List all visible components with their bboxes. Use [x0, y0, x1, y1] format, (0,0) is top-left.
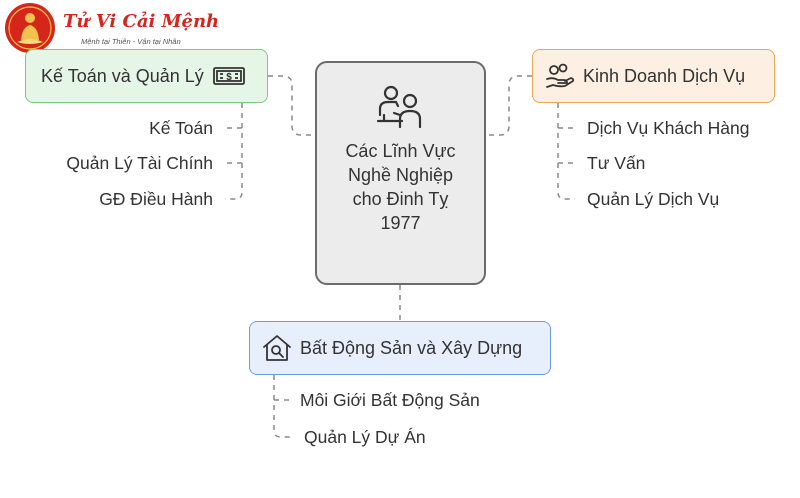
list-item-real-estate-brokerage: Môi Giới Bất Động Sản — [300, 390, 480, 410]
branch-business-services[interactable]: Kinh Doanh Dịch Vụ — [532, 49, 775, 103]
logo-tagline: Mệnh tại Thiên - Vận tại Nhân — [81, 37, 181, 46]
cash-icon: $ — [212, 66, 245, 86]
list-item-service-management: Quản Lý Dịch Vụ — [587, 189, 720, 209]
connector-left — [268, 75, 315, 136]
list-item-customer-service: Dịch Vụ Khách Hàng — [587, 118, 750, 138]
list-item-project-management: Quản Lý Dự Án — [304, 427, 426, 447]
branch-real-estate-construction[interactable]: Bất Động Sản và Xây Dựng — [249, 321, 551, 375]
site-logo[interactable]: Tử Vi Cải Mệnh Mệnh tại Thiên - Vận tại … — [4, 2, 224, 54]
list-item-accounting: Kế Toán — [149, 118, 213, 138]
list-item-finance-management: Quản Lý Tài Chính — [66, 153, 213, 173]
list-item-executive-director: GĐ Điều Hành — [99, 189, 213, 209]
connector-right-items — [557, 103, 575, 200]
people-meeting-icon — [376, 85, 426, 129]
buddha-logo-icon — [5, 3, 55, 53]
branch-accounting-management[interactable]: Kế Toán và Quản Lý $ — [25, 49, 268, 103]
list-item-consulting: Tư Vấn — [587, 153, 646, 173]
house-search-icon — [262, 334, 292, 362]
center-node: Các Lĩnh Vực Nghề Nghiệp cho Đinh Tỵ 197… — [315, 61, 486, 285]
connector-right — [486, 75, 532, 136]
center-title: Các Lĩnh Vực Nghề Nghiệp cho Đinh Tỵ 197… — [345, 141, 456, 233]
svg-text:$: $ — [226, 72, 232, 83]
connector-left-items — [225, 103, 243, 200]
branch-title: Kế Toán và Quản Lý — [41, 65, 204, 86]
branch-title: Kinh Doanh Dịch Vụ — [583, 65, 746, 86]
hand-coins-icon — [545, 63, 575, 89]
branch-title: Bất Động Sản và Xây Dựng — [300, 337, 523, 358]
logo-name: Tử Vi Cải Mệnh — [63, 11, 220, 32]
connector-bottom-items — [273, 375, 291, 438]
